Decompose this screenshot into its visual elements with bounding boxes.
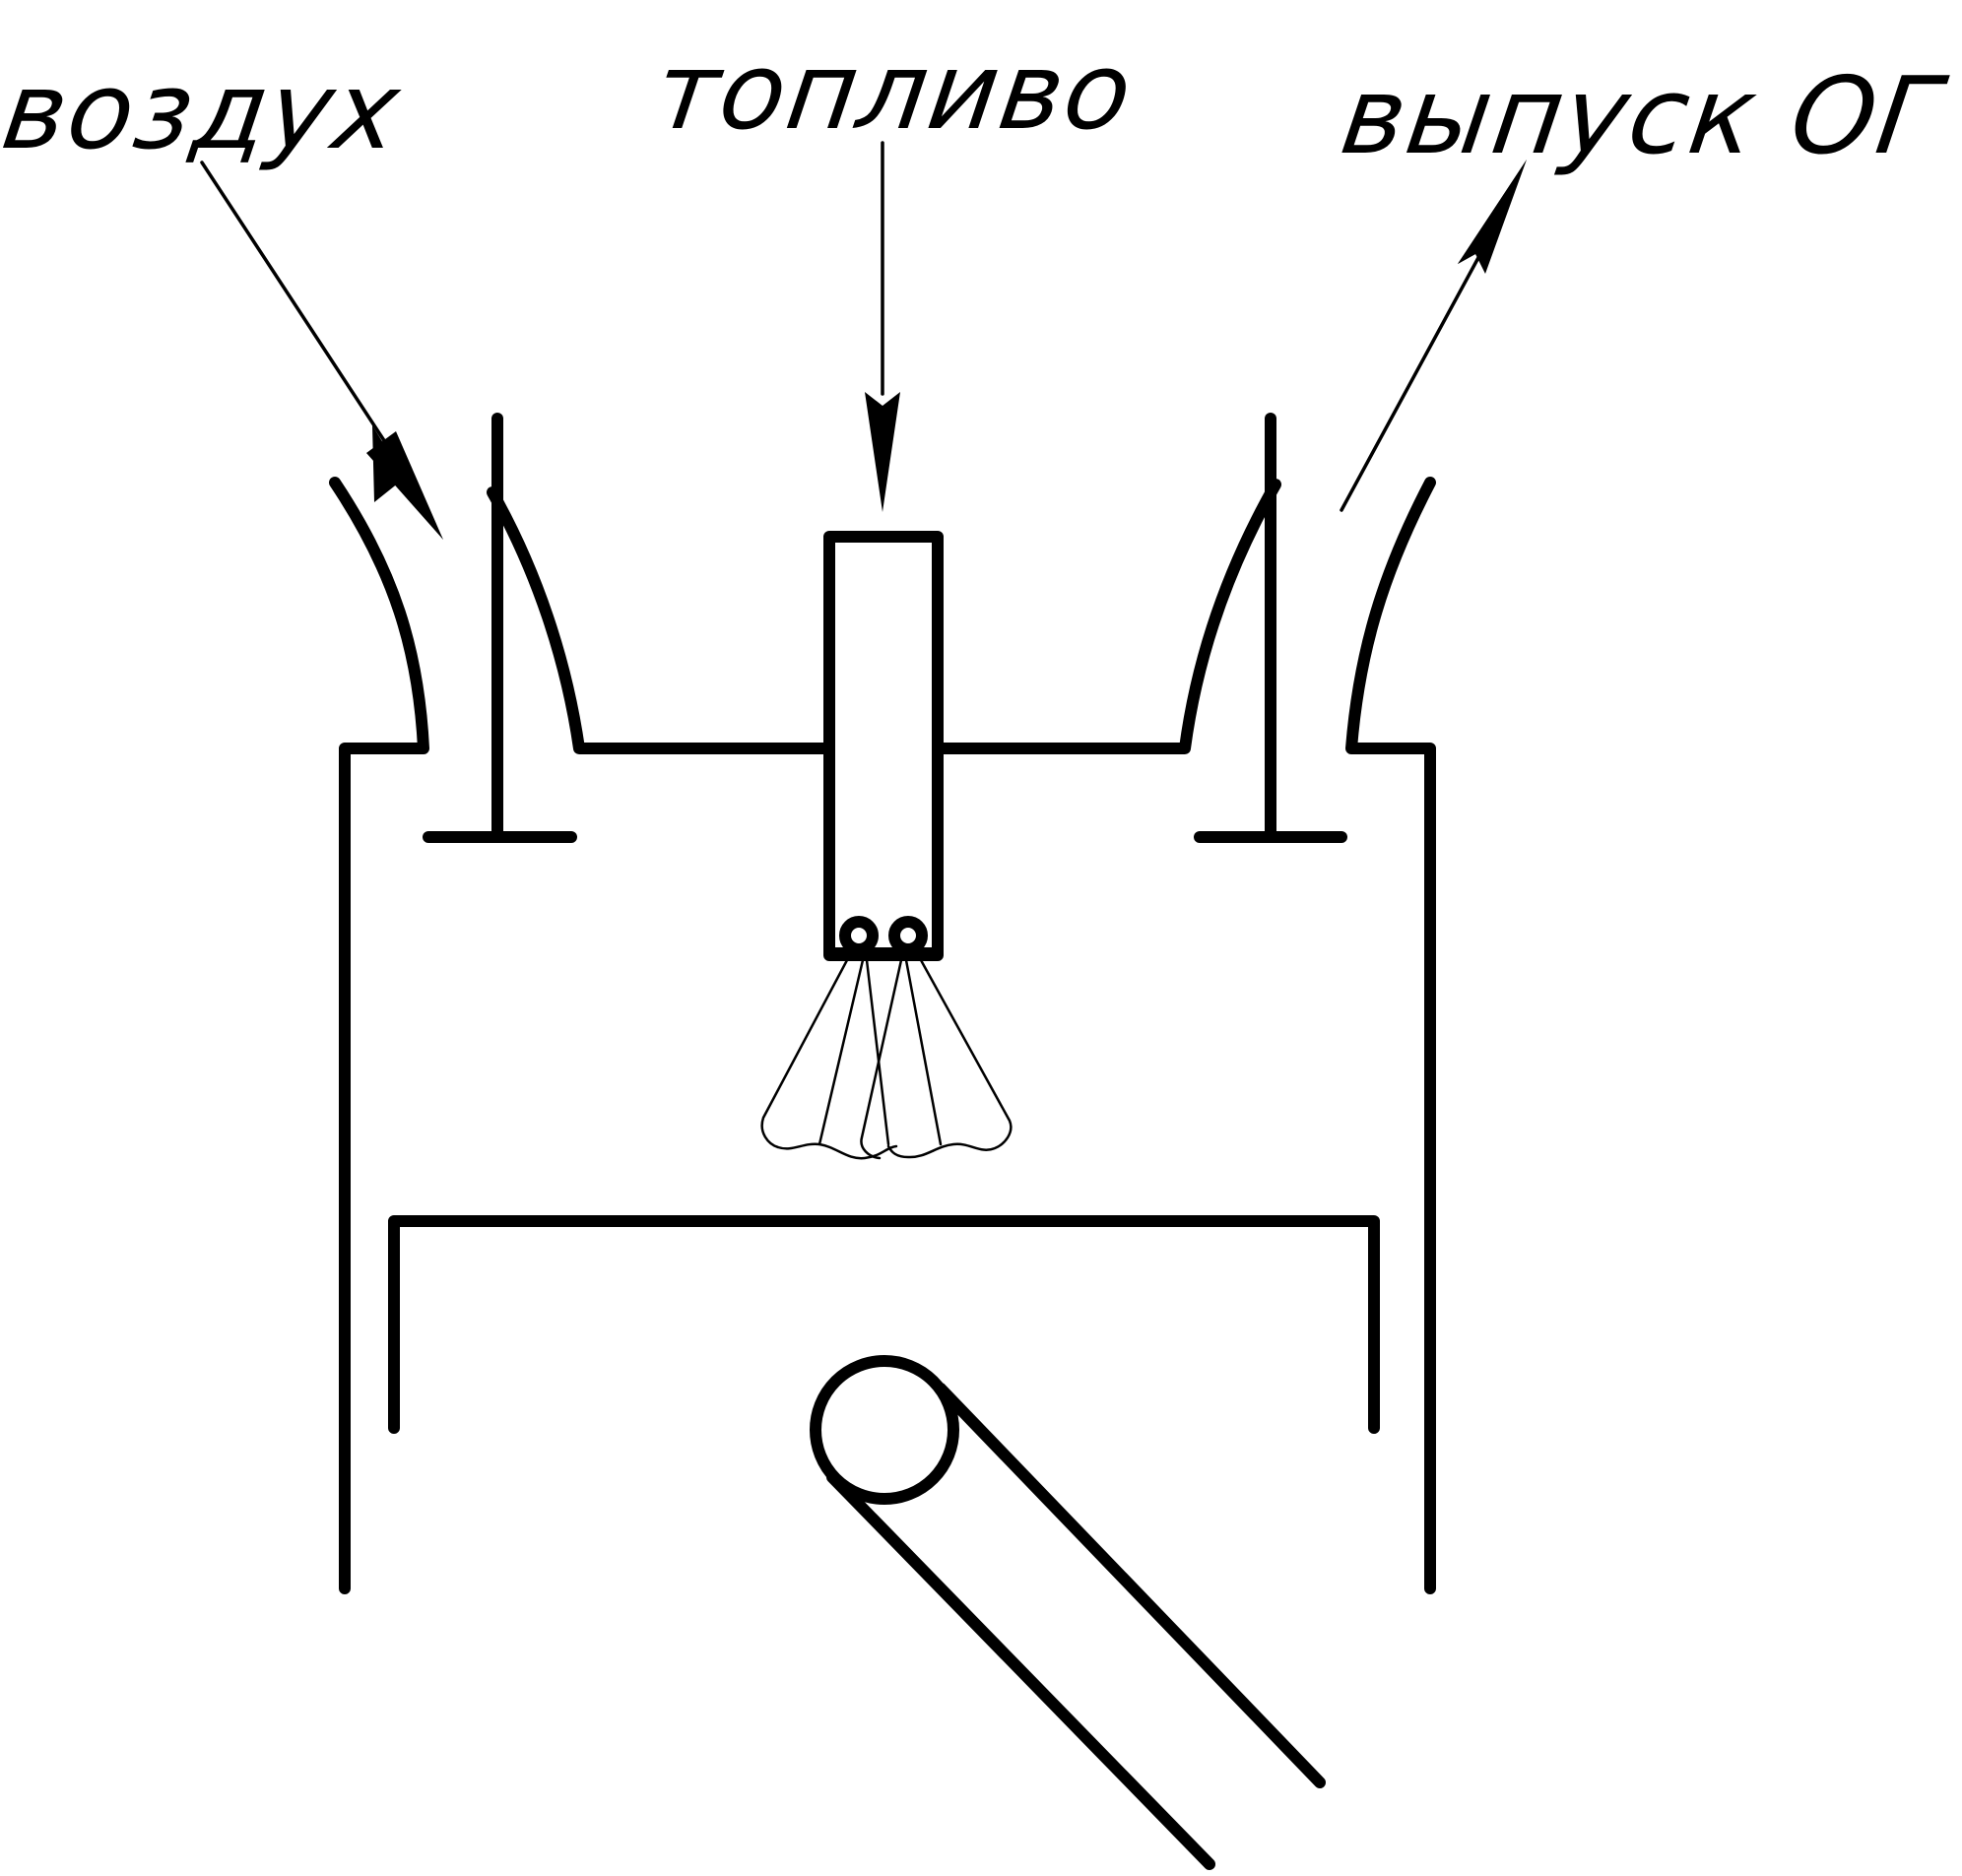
exhaust-valve <box>1194 413 1347 843</box>
air-label: воздух <box>0 48 409 172</box>
fuel-arrow <box>865 141 900 512</box>
air-inlet-arrow <box>200 161 443 540</box>
fuel-injector <box>823 531 944 961</box>
exhaust-label: выпуск ОГ <box>1335 53 1954 177</box>
intake-valve <box>423 413 577 843</box>
fuel-spray <box>760 958 1013 1160</box>
connecting-rod <box>810 1355 1326 1870</box>
fuel-label: топливо <box>648 29 1141 153</box>
piston <box>388 1215 1380 1434</box>
cylinder-body <box>329 477 1436 1594</box>
exhaust-outlet-arrow <box>1340 160 1527 512</box>
